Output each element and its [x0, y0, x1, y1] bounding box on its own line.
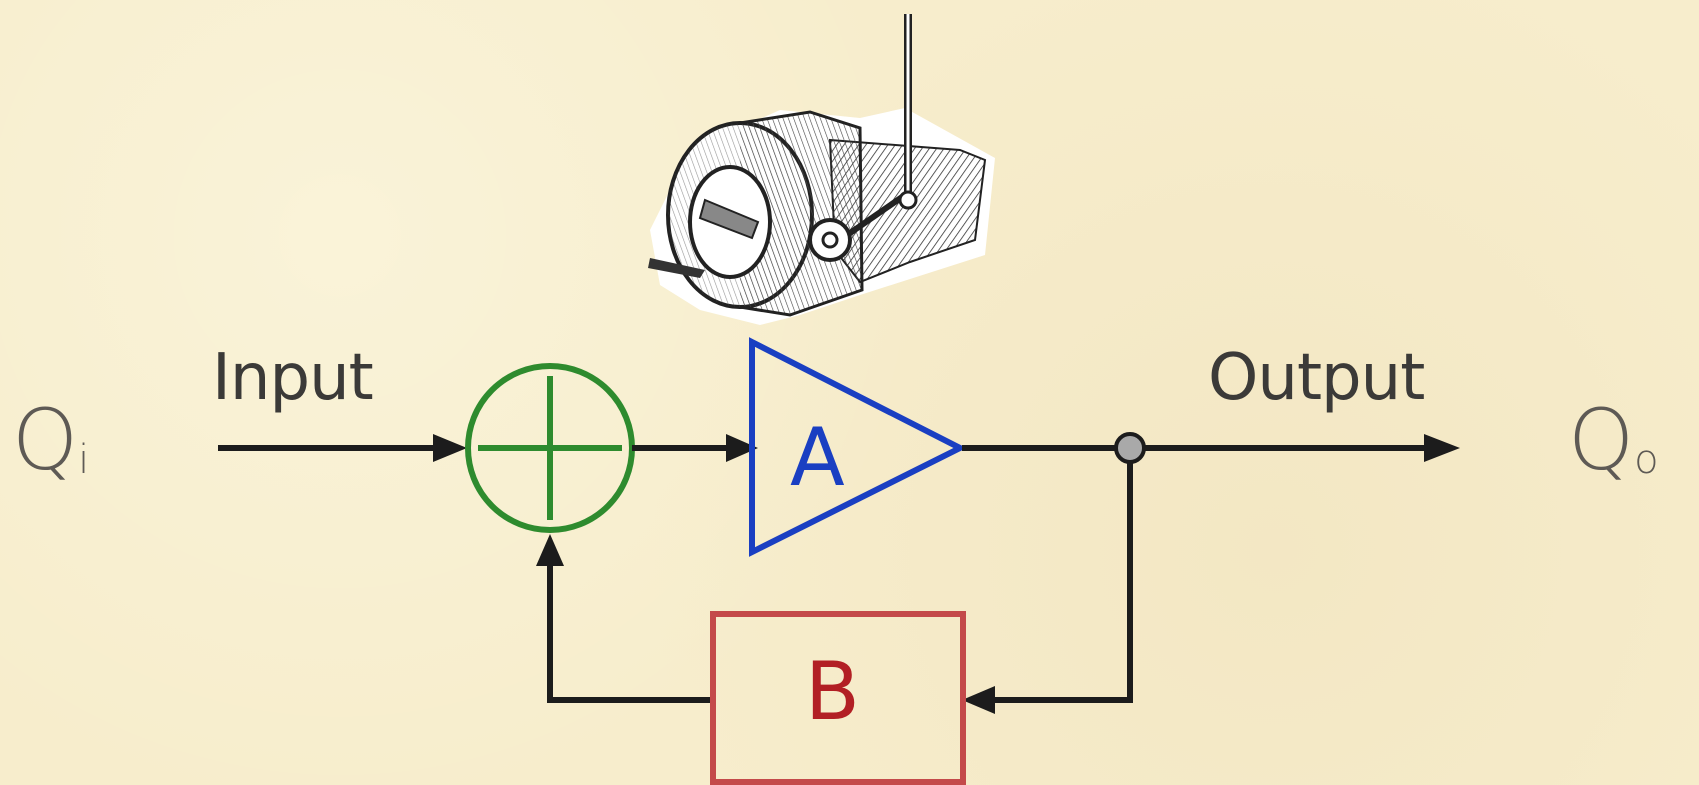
forward-wire — [632, 434, 758, 462]
amplifier-block — [749, 337, 967, 557]
input-subscript: i — [78, 437, 90, 483]
feedback-wire — [536, 462, 1133, 714]
output-subscript: o — [1634, 437, 1659, 483]
branch-node — [1114, 432, 1146, 464]
summing-junction — [465, 363, 635, 533]
input-wire — [218, 434, 467, 462]
input-quantity-label: Qi — [12, 398, 89, 482]
feedback-block — [710, 611, 966, 785]
feedback-label: B — [805, 645, 860, 738]
output-symbol: Q — [1568, 391, 1635, 489]
amplifier-label: A — [790, 411, 845, 504]
steam-governor-icon — [648, 14, 995, 325]
input-wire-label: Input — [212, 341, 374, 415]
output-wire — [962, 432, 1460, 464]
output-wire-label: Output — [1208, 341, 1425, 415]
output-quantity-label: Qo — [1568, 398, 1659, 482]
input-symbol: Q — [12, 391, 79, 489]
